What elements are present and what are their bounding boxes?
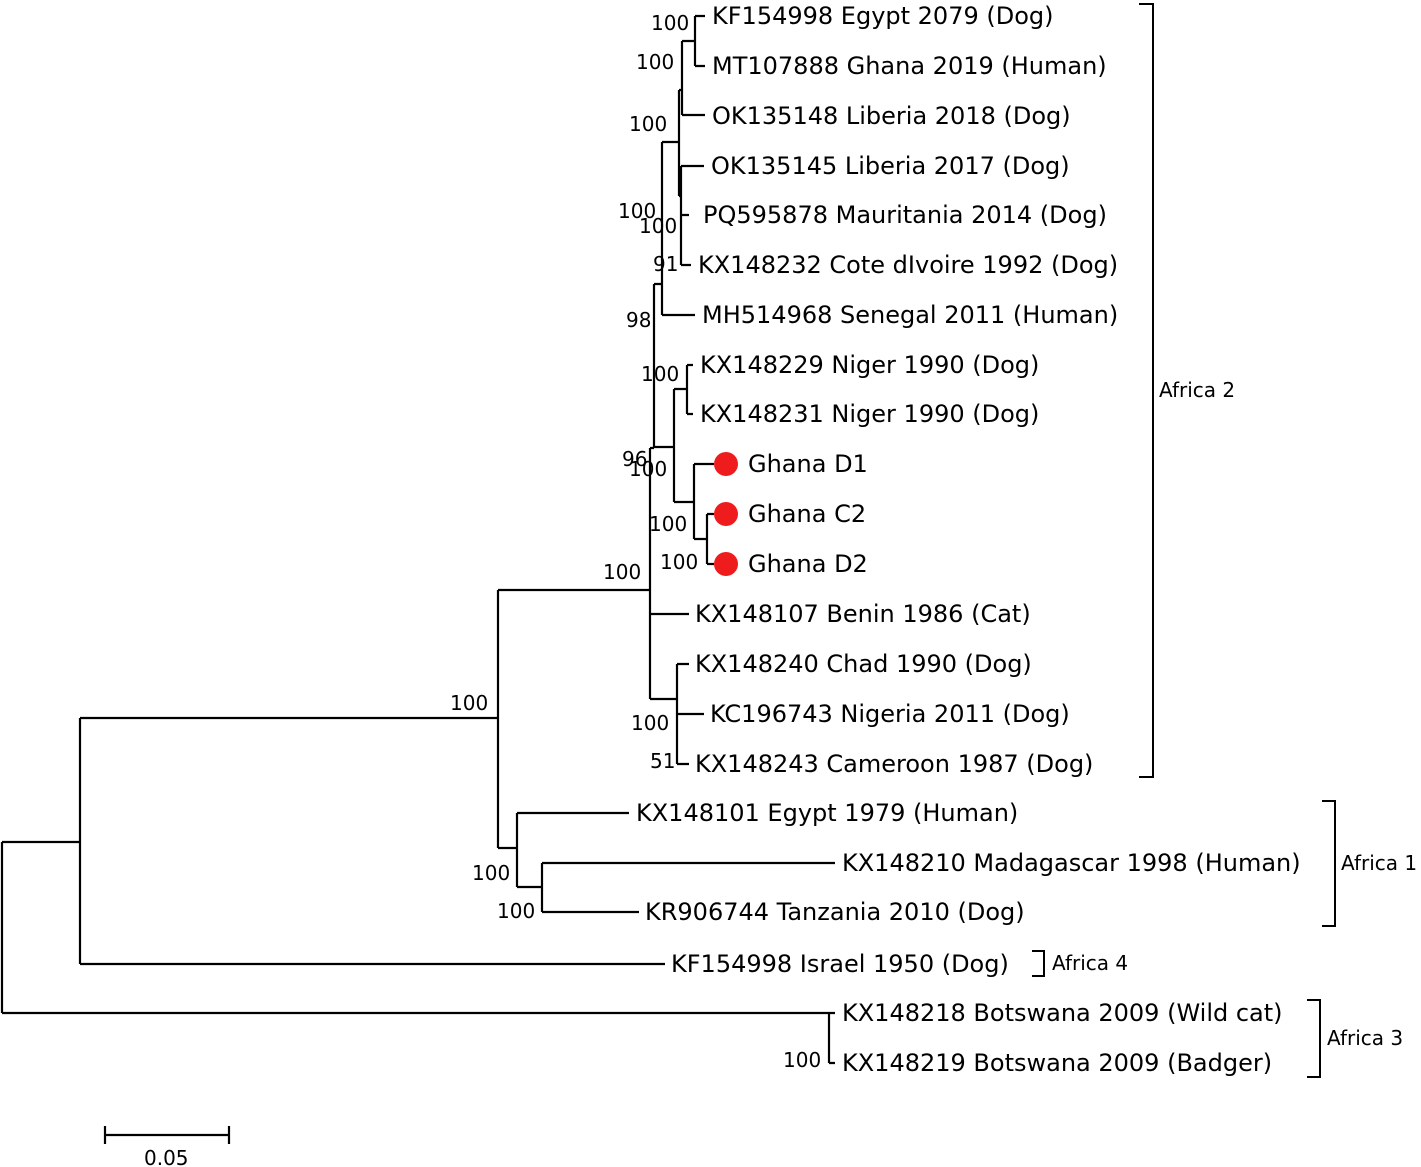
bootstrap-value: 100 xyxy=(629,112,667,136)
clade-bracket-africa-2 xyxy=(1139,3,1154,778)
clade-label: Africa 1 xyxy=(1341,851,1417,875)
bootstrap-value: 100 xyxy=(651,11,689,35)
leaf-label: PQ595878 Mauritania 2014 (Dog) xyxy=(703,201,1107,229)
leaf-label: Ghana D2 xyxy=(748,550,868,578)
leaf-label: KF154998 Egypt 2079 (Dog) xyxy=(712,2,1054,30)
branch-node-n682 xyxy=(680,39,705,117)
clade-bracket-africa-3 xyxy=(1307,999,1321,1078)
bootstrap-value: 96 xyxy=(622,447,647,471)
clade-bracket-africa-1 xyxy=(1322,800,1336,927)
leaf-label: MT107888 Ghana 2019 (Human) xyxy=(712,52,1107,80)
leaf-label: OK135148 Liberia 2018 (Dog) xyxy=(712,102,1071,130)
leaf-label: KX148243 Cameroon 1987 (Dog) xyxy=(695,750,1093,778)
branch-ghana-node xyxy=(692,462,714,541)
leaf-label: KX148210 Madagascar 1998 (Human) xyxy=(842,849,1301,877)
branch-node-n498 xyxy=(496,588,650,850)
leaf-label: Ghana D1 xyxy=(748,450,868,478)
branch-central-africa-node xyxy=(675,662,704,766)
branch-ghana-subnode xyxy=(705,512,714,566)
leaf-label: KX148231 Niger 1990 (Dog) xyxy=(700,400,1039,428)
bootstrap-value: 100 xyxy=(618,199,656,223)
bootstrap-value: 100 xyxy=(497,899,535,923)
bootstrap-value: 100 xyxy=(603,560,641,584)
leaf-label: KX148219 Botswana 2009 (Badger) xyxy=(842,1049,1272,1077)
leaf-label: KC196743 Nigeria 2011 (Dog) xyxy=(710,700,1070,728)
leaf-label: KX148240 Chad 1990 (Dog) xyxy=(695,650,1032,678)
clade-label: Africa 2 xyxy=(1159,378,1235,402)
clade-label: Africa 4 xyxy=(1052,951,1128,975)
scale-bar-label: 0.05 xyxy=(144,1146,189,1167)
leaf-label: KX148218 Botswana 2009 (Wild cat) xyxy=(842,999,1283,1027)
branch-root xyxy=(0,840,829,1015)
branch-node-n681 xyxy=(679,164,704,267)
bootstrap-value: 100 xyxy=(629,457,667,481)
leaf-label: KX148232 Cote dIvoire 1992 (Dog) xyxy=(698,251,1118,279)
red-dot-icon xyxy=(714,452,738,476)
scale-bar: 0.05 xyxy=(103,1126,231,1167)
leaf-label: Ghana C2 xyxy=(748,500,866,528)
bootstrap-value: 98 xyxy=(626,308,651,332)
leaf-label: KX148229 Niger 1990 (Dog) xyxy=(700,351,1039,379)
leaf-label: KF154998 Israel 1950 (Dog) xyxy=(671,950,1009,978)
bootstrap-values: 100 100 100 100 100 91 98 100 96 100 100… xyxy=(450,11,821,1072)
bootstrap-value: 100 xyxy=(472,861,510,885)
clade-bracket-africa-4 xyxy=(1032,950,1045,977)
bootstrap-value: 100 xyxy=(639,214,677,238)
branch-africa3-node xyxy=(827,1011,835,1065)
scale-bar-line xyxy=(103,1126,231,1144)
tree-branches xyxy=(0,14,835,1065)
branch-node-n80 xyxy=(78,716,665,966)
clade-brackets: Africa 2 Africa 1 Africa 4 Africa 3 xyxy=(1032,3,1417,1078)
branch-node-n654 xyxy=(652,282,674,449)
bootstrap-value: 100 xyxy=(783,1048,821,1072)
branch-africa1-subnode xyxy=(540,861,835,914)
bootstrap-value: 100 xyxy=(631,711,669,735)
bootstrap-value: 100 xyxy=(636,50,674,74)
leaf-label: MH514968 Senegal 2011 (Human) xyxy=(702,301,1118,329)
leaf-label: KX148107 Benin 1986 (Cat) xyxy=(695,600,1031,628)
bootstrap-value: 51 xyxy=(650,749,675,773)
branch-egypt-ghana-node xyxy=(693,14,705,68)
leaf-label: KR906744 Tanzania 2010 (Dog) xyxy=(645,898,1025,926)
branch-node-n674 xyxy=(672,387,694,504)
red-dot-icon xyxy=(714,502,738,526)
red-dot-icon xyxy=(714,552,738,576)
bootstrap-value: 100 xyxy=(649,512,687,536)
bootstrap-value: 91 xyxy=(653,252,678,276)
branch-niger-node xyxy=(685,363,693,416)
clade-label: Africa 3 xyxy=(1327,1026,1403,1050)
leaf-label: OK135145 Liberia 2017 (Dog) xyxy=(711,152,1070,180)
bootstrap-value: 100 xyxy=(641,362,679,386)
branch-africa1-node xyxy=(515,811,629,889)
bootstrap-value: 100 xyxy=(450,691,488,715)
branch-node-n650 xyxy=(648,446,689,701)
ghana-sample-markers xyxy=(714,452,738,576)
leaf-labels: KF154998 Egypt 2079 (Dog) MT107888 Ghana… xyxy=(636,2,1301,1077)
bootstrap-value: 100 xyxy=(660,550,698,574)
leaf-label: KX148101 Egypt 1979 (Human) xyxy=(636,799,1018,827)
branch-node-n662 xyxy=(660,140,695,317)
